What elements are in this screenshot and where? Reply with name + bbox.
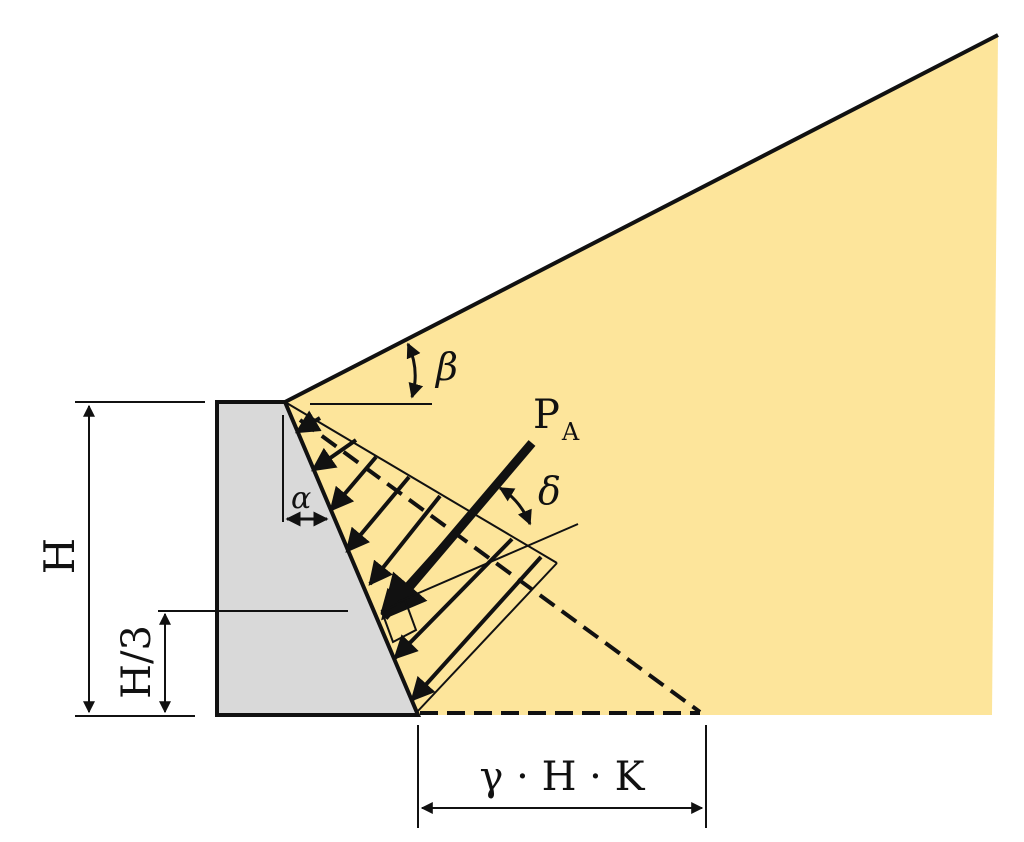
application-point-box: [380, 598, 418, 644]
pressure-arrow: [368, 494, 442, 586]
pressure-arrow: [345, 475, 411, 553]
alpha-label: α: [291, 481, 311, 516]
pressure-arrow: [329, 455, 378, 512]
pressure-diagram-top: [284, 401, 558, 564]
pressure-arrow: [294, 410, 322, 434]
third-height-label: H/3: [114, 625, 160, 699]
delta-angle-arc: [498, 486, 532, 526]
beta-angle-arc: [406, 342, 424, 399]
pressure-arrow: [410, 555, 543, 702]
pressure-diagram-edge: [416, 562, 558, 713]
pressure-arrow: [393, 537, 514, 660]
delta-reference-line: [397, 523, 579, 603]
height-label: H: [35, 538, 84, 575]
resultant-force-arrow: [380, 440, 536, 621]
backfill-soil: [285, 35, 998, 715]
force-label-main: P: [533, 392, 560, 438]
base-pressure-label: γ · H · K: [480, 754, 646, 800]
delta-label: δ: [538, 469, 561, 513]
ground-surface-line: [284, 33, 999, 404]
beta-label: β: [434, 345, 458, 389]
force-label: PA: [533, 392, 580, 446]
force-label-subscript: A: [561, 418, 580, 446]
pressure-arrow: [311, 438, 358, 472]
